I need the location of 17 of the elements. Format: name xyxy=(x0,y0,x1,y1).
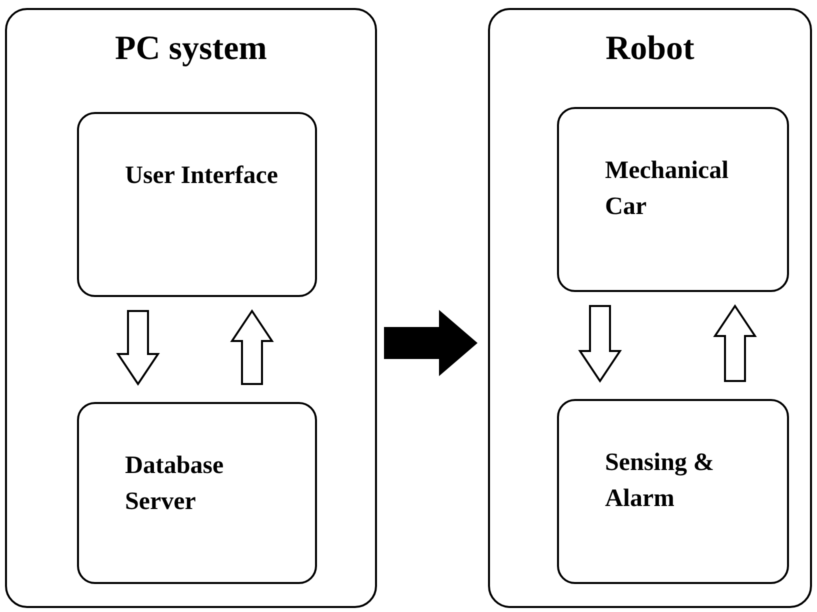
container-box xyxy=(5,8,377,608)
component-label: Sensing & Alarm xyxy=(605,448,716,514)
outline-arrow xyxy=(116,310,160,386)
component-box xyxy=(77,402,317,584)
outline-arrow xyxy=(230,309,274,385)
component-label: User Interface xyxy=(125,161,279,191)
outline-arrow xyxy=(578,305,622,383)
container-box xyxy=(488,8,812,608)
container-title: Robot xyxy=(604,29,696,69)
container-title: PC system xyxy=(114,29,268,69)
component-box xyxy=(557,399,789,584)
outline-arrow xyxy=(713,304,757,382)
block-arrow xyxy=(384,310,478,376)
component-box xyxy=(77,112,317,297)
component-label: Database Server xyxy=(125,451,225,517)
component-box xyxy=(557,107,789,292)
component-label: Mechanical Car xyxy=(605,156,730,222)
